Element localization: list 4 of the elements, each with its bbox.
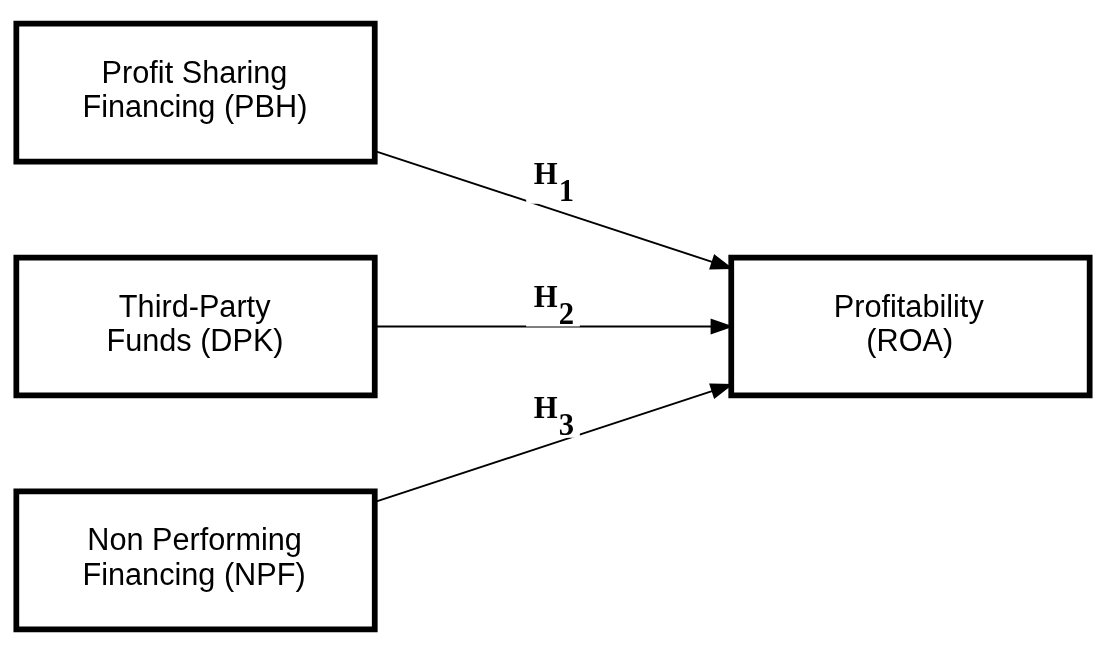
node-box: Profitability (ROA)	[728, 254, 1093, 399]
node-box: Profit Sharing Financing (PBH)	[13, 20, 378, 165]
node-box: Non Performing Financing (NPF)	[13, 488, 378, 633]
node-box: Third-Party Funds (DPK)	[13, 254, 378, 399]
